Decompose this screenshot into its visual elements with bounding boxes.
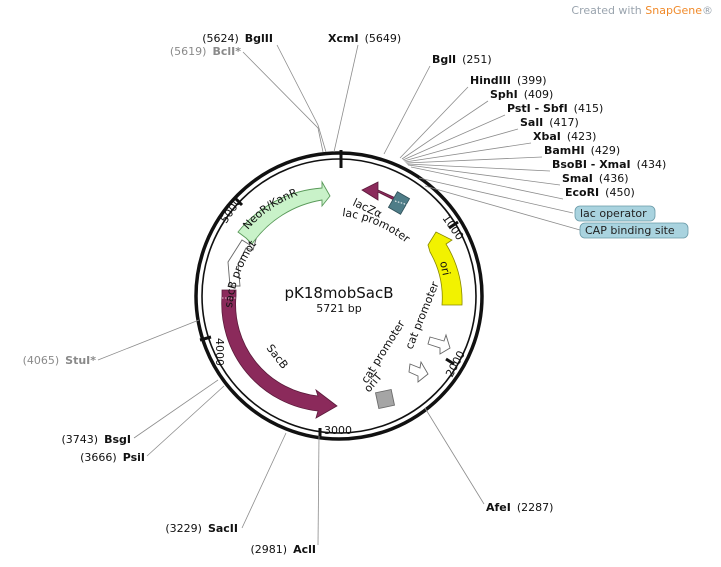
plasmid-size: 5721 bp [316,302,361,315]
site-leaders [97,44,581,546]
restriction-sites: (5624)BglII (5619)BclI* XcmI(5649) BglI(… [23,32,667,556]
watermark-brand: SnapGene [645,4,702,17]
site-bamhi[interactable]: BamHI(429) [544,144,620,157]
tick-2000-mark [445,357,455,366]
feature-orit-box[interactable] [374,388,396,410]
features [221,180,463,419]
tick-1000-mark [448,220,459,230]
lac-operator-marker [387,191,411,215]
lac-operator-box[interactable] [574,205,656,222]
tick-5000-mark [232,195,244,207]
site-smai[interactable]: SmaI(436) [562,172,629,185]
cap-binding-site-box[interactable] [579,222,689,239]
tick-4000-mark [199,335,212,342]
lac-operator-dashes [394,200,409,206]
site-stui[interactable]: (4065)StuI* [23,354,97,367]
feature-neor-arrow[interactable] [237,180,331,245]
site-hindiii[interactable]: HindIII(399) [470,74,547,87]
feature-cat-promoter-2-arrow[interactable] [408,360,429,383]
tick-4000: 4000 [213,338,226,366]
site-psti-sbfi[interactable]: PstI - SbfI(415) [507,102,603,115]
site-ecori[interactable]: EcoRI(450) [565,186,635,199]
watermark-suffix: ® [702,4,713,17]
label-ori: ori [437,260,453,277]
site-bgli[interactable]: BglI(251) [432,53,492,66]
backbone [194,151,484,441]
callout-lac-operator: lac operator [580,207,647,220]
snapgene-watermark: Created with SnapGene® [571,4,713,17]
site-acli[interactable]: (2981)AclI [251,543,316,556]
feature-ori-arrow[interactable] [427,231,463,306]
site-afei[interactable]: AfeI(2287) [486,501,553,514]
site-bsgi[interactable]: (3743)BsgI [62,433,131,446]
callout-cap-binding-site: CAP binding site [585,224,675,237]
site-sali[interactable]: SalI(417) [520,116,579,129]
tick-3000: 3000 [324,424,352,437]
label-sacb: SacB [264,342,291,372]
site-xbai[interactable]: XbaI(423) [533,130,596,143]
site-psii[interactable]: (3666)PsiI [80,451,145,464]
site-sphi[interactable]: SphI(409) [490,88,553,101]
site-sacii[interactable]: (3229)SacII [165,522,238,535]
label-cat-promoter-2: cat promoter [359,318,408,386]
watermark-prefix: Created with [571,4,646,17]
feature-cat-promoter-1-arrow[interactable] [427,333,451,355]
plasmid-name: pK18mobSacB [284,284,393,302]
site-xcmi[interactable]: XcmI(5649) [328,32,401,45]
feature-sacb-arrow[interactable] [221,289,338,419]
callouts: lac operator CAP binding site [574,205,689,239]
site-bcli[interactable]: (5619)BclI* [170,45,241,58]
site-bsobi-xmai[interactable]: BsoBI - XmaI(434) [552,158,666,171]
site-bglii[interactable]: (5624)BglII [202,32,273,45]
